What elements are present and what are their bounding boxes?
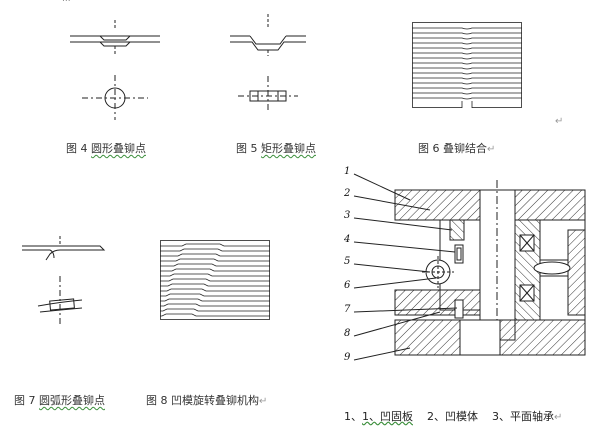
- legend-item-2: 2、凹模体: [427, 410, 478, 423]
- figure-8-rotating-stack: [160, 240, 270, 320]
- caption-fig5: 图 5 矩形叠铆点: [236, 142, 316, 155]
- part-number-2: 2: [344, 188, 351, 199]
- assembly-cross-section: [340, 160, 590, 375]
- part-number-8: 8: [344, 328, 351, 339]
- part-number-3: 3: [344, 210, 351, 221]
- legend-item-3: 3、平面轴承: [492, 410, 554, 423]
- caption-fig7: 图 7 圆弧形叠铆点: [14, 394, 105, 407]
- legend-item-1: 1、1、凹固板: [344, 410, 413, 423]
- part-number-1: 1: [344, 166, 351, 177]
- caption-fig8: 图 8 凹模旋转叠铆机构↵: [146, 394, 268, 407]
- paragraph-mark: ↵: [555, 116, 564, 127]
- header-fragment: ...: [62, 0, 71, 4]
- caption-fig6: 图 6 叠铆结合↵: [418, 142, 496, 155]
- part-number-9: 9: [344, 352, 351, 363]
- figure-5-rect-rivet: [228, 14, 308, 114]
- figure-7-arc-rivet: [20, 236, 110, 326]
- figure-4-round-rivet: [70, 20, 160, 120]
- part-number-6: 6: [344, 280, 351, 291]
- part-number-4: 4: [344, 234, 351, 245]
- parts-legend: 1、1、凹固板 2、凹模体 3、平面轴承↵: [344, 410, 563, 423]
- part-number-7: 7: [344, 304, 351, 315]
- part-number-5: 5: [344, 256, 351, 267]
- caption-fig4: 图 4 圆形叠铆点: [66, 142, 146, 155]
- figure-6-rivet-stack: [412, 22, 522, 108]
